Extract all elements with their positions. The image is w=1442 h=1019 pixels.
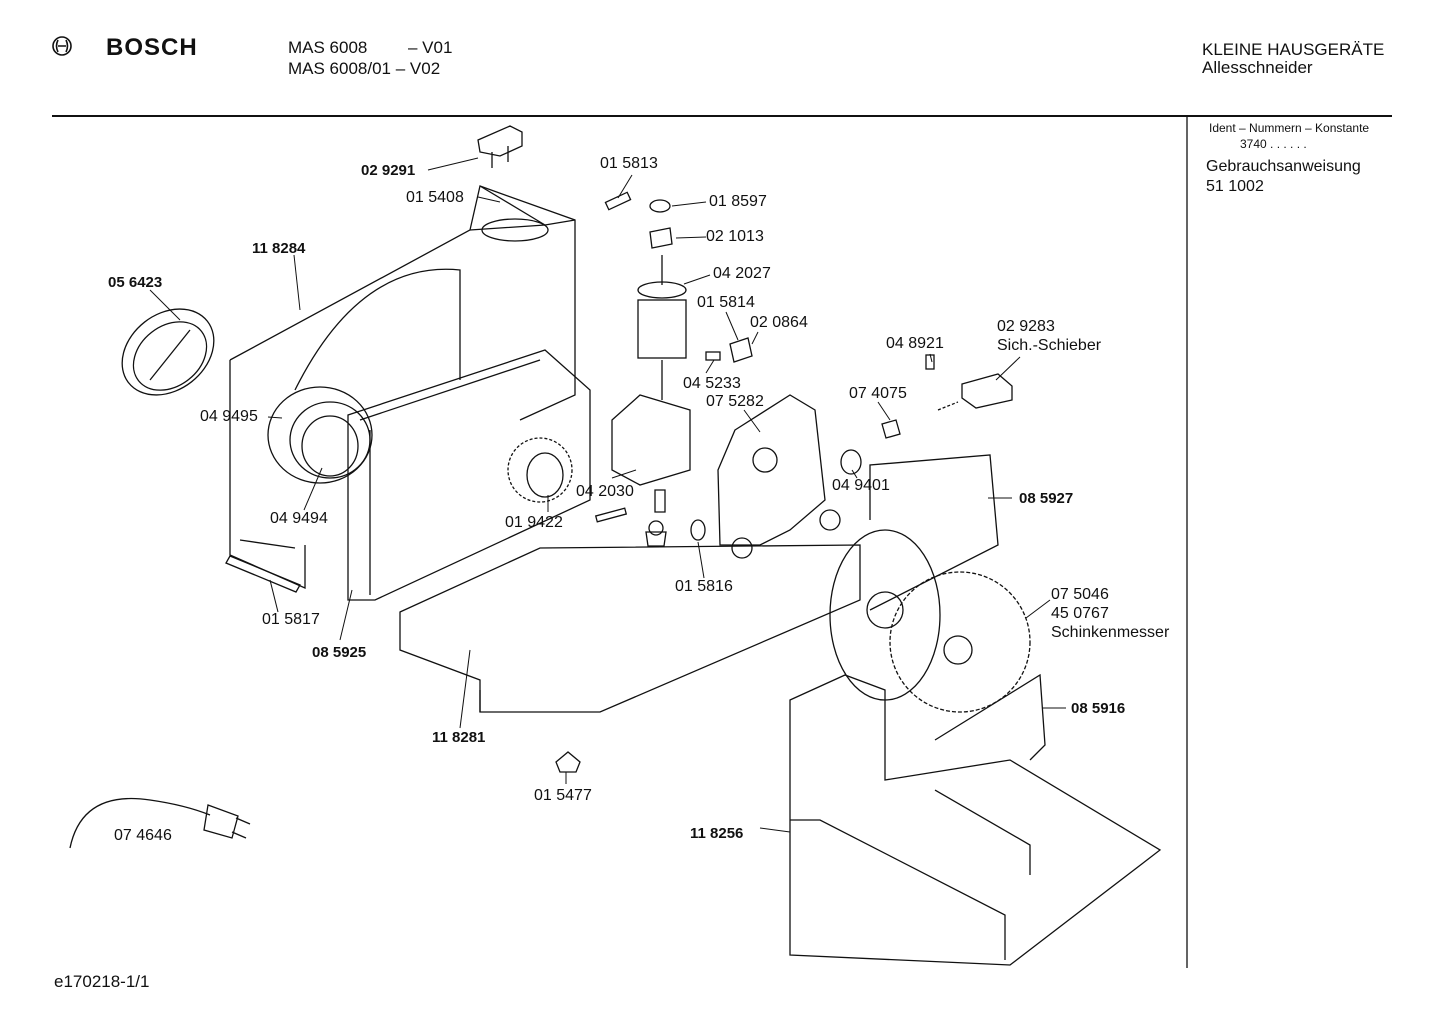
part-label: 05 6423: [108, 274, 163, 291]
document-id: e170218-1/1: [54, 972, 150, 991]
model-line-2: MAS 6008/01 – V02: [288, 59, 441, 78]
slider-02-9283: [961, 373, 1013, 409]
foot-shape: [555, 751, 581, 773]
gearbox-shape: [717, 394, 841, 559]
category-title: KLEINE HAUSGERÄTE: [1202, 40, 1385, 59]
gear-shape: [507, 437, 573, 503]
part-label: 08 5927: [1019, 490, 1074, 507]
base-shape: [789, 673, 1162, 966]
manual-label: Gebrauchsanweisung: [1206, 158, 1361, 175]
part-label: 07 4075: [849, 385, 907, 402]
part-label: 11 8256: [690, 825, 744, 842]
part-label: 04 9494: [270, 510, 328, 527]
ident-value: 3740 . . . . . .: [1240, 137, 1307, 151]
armature-shape: [637, 255, 687, 400]
part-label: 08 5916: [1071, 700, 1126, 717]
washer-01-5816: [690, 519, 706, 541]
part-label: 02 0864: [750, 314, 808, 331]
part-label: 01 5814: [697, 294, 755, 311]
part-label: 11 8284: [252, 240, 306, 257]
part-label: 02 1013: [706, 228, 764, 245]
part-label: 07 4646: [114, 827, 172, 844]
part-label: 45 0767: [1051, 605, 1109, 622]
part-label: 04 2027: [713, 265, 771, 282]
manual-number: 51 1002: [1206, 178, 1264, 195]
blade-housing-shape: [869, 454, 999, 611]
part-label: 04 2030: [576, 483, 634, 500]
screw-07-4075: [881, 419, 901, 439]
knob-04-9401: [840, 449, 862, 475]
part-label: 07 5046: [1051, 586, 1109, 603]
part-label: 01 5817: [262, 611, 320, 628]
part-label: 02 9283: [997, 318, 1055, 335]
cord-shape: [69, 797, 251, 849]
part-label: 01 9422: [505, 514, 563, 531]
part-label: 01 5813: [600, 155, 658, 172]
brand-name: BOSCH: [106, 34, 198, 61]
product-title: Allesschneider: [1202, 58, 1313, 77]
part-label: 04 5233: [683, 375, 741, 392]
part-label: 02 9291: [361, 162, 416, 179]
part-label: 01 5477: [534, 787, 592, 804]
ident-label: Ident – Nummern – Konstante: [1209, 121, 1370, 135]
side-plate-shape: [347, 349, 591, 601]
part-label: 04 9495: [200, 408, 258, 425]
clip-02-0864: [729, 337, 753, 363]
part-label: Schinkenmesser: [1051, 624, 1170, 641]
switch-04-8921: [925, 354, 935, 370]
ring-shape: [121, 308, 215, 396]
strip-shape: [225, 555, 301, 593]
brush-holder-shape: [611, 394, 691, 486]
part-label: 01 5816: [675, 578, 733, 595]
model-line-1: MAS 6008: [288, 38, 368, 57]
part-label: 04 8921: [886, 335, 944, 352]
variant-1: – V01: [408, 38, 453, 57]
cap-01-8597: [649, 199, 671, 213]
part-label: Sich.-Schieber: [997, 337, 1102, 354]
brush-04-5233: [705, 351, 721, 361]
part-label: 01 8597: [709, 193, 767, 210]
bushing-02-1013: [649, 227, 673, 249]
bearing-shield-a: [267, 386, 373, 484]
part-label: 11 8281: [432, 729, 486, 746]
blade-shape: [829, 529, 1031, 713]
bosch-logo-icon: [52, 36, 72, 56]
part-label: 04 9401: [832, 477, 890, 494]
part-label: 01 5408: [406, 189, 464, 206]
carriage-shape: [399, 544, 861, 713]
clip-01-5813: [604, 191, 632, 211]
part-label: 07 5282: [706, 393, 764, 410]
cap-shape: [477, 125, 523, 168]
housing-shape: [229, 185, 576, 589]
spring-04-2030: [654, 489, 666, 513]
part-label: 08 5925: [312, 644, 367, 661]
